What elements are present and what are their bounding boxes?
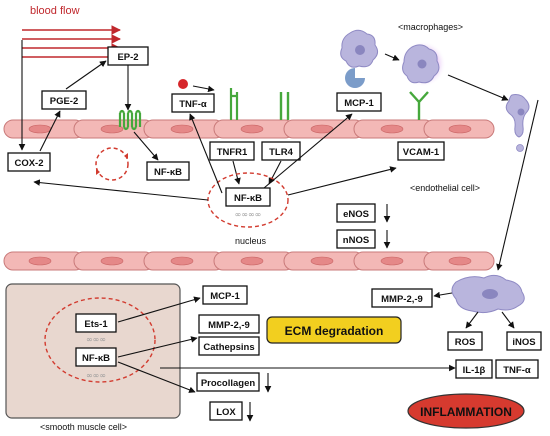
il1b-box [455,359,493,379]
nfkb-endothelial-box [146,161,190,181]
cathepsins-box [198,336,260,356]
ros-box [447,331,483,351]
vcam1-box [397,141,445,161]
cox2-box [7,152,51,172]
endothelial-layer [3,119,495,139]
endothelial-cell-label: <endothelial cell> [410,183,480,193]
gpcr-receptor-icon [118,109,142,131]
lox-label: LOX [216,407,236,418]
tnfr1-to-nfkb-arrow [232,160,241,185]
nucleus-to-tnfa-arrow [189,113,223,194]
nucleus-to-cox2-arrow [33,179,209,201]
ros-label: ROS [455,337,476,348]
tlr4-receptor-icon [279,92,290,120]
activated-macrophage-icon [400,41,446,87]
cox2-to-pge2-arrow [39,110,61,152]
mmp-macrophage-label: MMP-2,-9 [381,294,423,305]
pge2-to-ep2-arrow [65,60,107,90]
vessel-wall-layer [3,251,495,271]
mcp1-smc-label: MCP-1 [210,291,240,302]
procollagen-label: Procollagen [201,378,256,389]
macrophage-to-mmp-arrow [433,291,453,299]
vcam1-label: VCAM-1 [403,147,440,158]
cox2-label: COX-2 [14,158,43,169]
nucleus-label: nucleus [235,236,267,246]
inos-label: iNOS [512,337,535,348]
blood-flow-label: blood flow [30,5,80,17]
macrophage-fragment-icon [345,68,365,88]
nfkb-nucleus-box [225,187,271,207]
cathepsins-label: Cathepsins [203,342,254,353]
tlr4-to-nfkb-arrow [268,160,282,185]
nfkb-smc-label: NF-κB [82,353,110,364]
nfkb-to-mmp-arrow [117,336,198,358]
ecm-degradation-label: ECM degradation [285,324,384,338]
lox-box [209,401,243,421]
nucleus-to-mcp1-arrow [263,113,353,189]
il1b-label: IL-1β [463,365,486,376]
nfkb-to-procollagen-arrow [117,361,196,393]
mcp1-top-label: MCP-1 [344,98,374,109]
nfkb-endothelial-label: NF-κB [154,167,182,178]
tnfa-macrophage-box [495,359,539,379]
dna-icon: ∞∞∞ [86,371,106,380]
tnf-ligand-icon [178,79,188,89]
transmigrating-macrophage-icon [505,94,530,152]
extravasation-arrow [496,99,539,271]
macrophage-to-ros-arrow [465,311,479,329]
tlr4-box [261,141,301,161]
mmp-smc-box [198,314,260,334]
nfkb-nucleus-label: NF-κB [234,193,262,204]
nnos-label: nNOS [343,235,369,246]
blood-flow-arrows [22,25,121,62]
smc-nucleus [44,297,156,383]
tnfr1-label: TNFR1 [217,147,248,158]
dna-icon: ∞∞∞ [86,335,106,344]
macrophage-migration-arrow [447,74,509,101]
mmp-macrophage-box [371,288,433,308]
smooth-muscle-cell-label: <smooth muscle cell> [40,422,127,432]
inos-box [506,331,542,351]
feedback-loop-icon [95,147,129,181]
pge2-box [41,90,87,110]
ep2-label: EP-2 [117,52,138,63]
dna-icon: ∞∞∞∞ [235,210,262,219]
mmp-smc-label: MMP-2,-9 [208,320,250,331]
vcam1-receptor-icon [409,91,429,120]
procollagen-box [196,372,260,392]
ecm-degradation-box [266,316,402,344]
nfkb-smc-box [75,347,117,367]
pge2-label: PGE-2 [50,96,79,107]
macrophage-to-inos-arrow [501,311,515,329]
tlr4-label: TLR4 [269,147,293,158]
inflammation-label: INFLAMMATION [420,405,512,419]
tnfr1-receptor-icon [229,88,239,120]
nucleus-to-vcam1-arrow [287,166,397,196]
ets1-label: Ets-1 [84,319,108,330]
mcp1-top-box [336,92,382,112]
inflammation-ellipse [407,393,525,429]
tnfa-macrophage-label: TNF-α [503,365,531,376]
macrophage-icon [340,29,379,68]
nnos-box [336,229,376,249]
mcp1-smc-box [202,285,248,305]
tnfa-top-box [171,93,215,113]
enos-box [336,203,376,223]
enos-label: eNOS [343,209,369,220]
tnfr1-box [209,141,255,161]
macrophages-label: <macrophages> [398,22,463,32]
ets1-box [75,313,117,333]
ets1-to-mcp1-arrow [117,296,201,323]
tnfa-top-label: TNF-α [179,99,207,110]
macrophage-migration-arrow [384,53,400,61]
tissue-macrophage-icon [451,274,525,314]
receptor-to-nfkb-arrow [133,131,159,161]
